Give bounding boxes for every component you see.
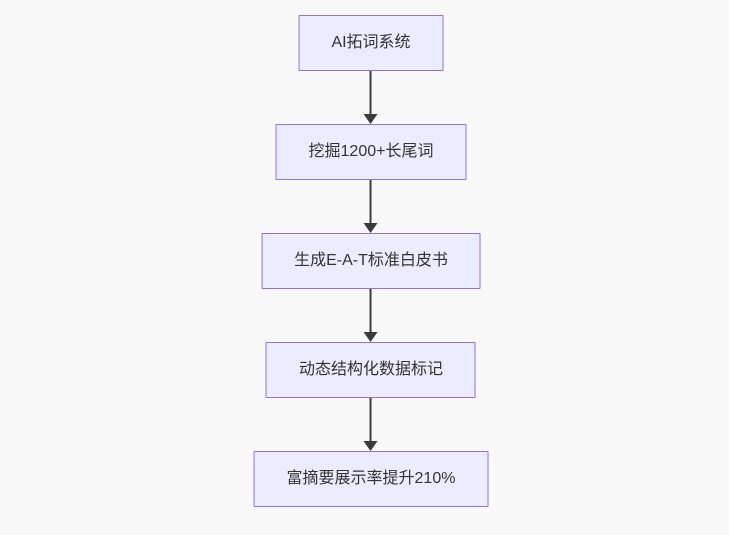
arrowhead-down-icon: [364, 114, 378, 124]
flow-node-rich-snippet-rate: 富摘要展示率提升210%: [253, 451, 489, 507]
arrowhead-down-icon: [364, 332, 378, 342]
arrow-line: [370, 71, 372, 114]
arrowhead-down-icon: [364, 441, 378, 451]
flow-node-label: 动态结构化数据标记: [298, 361, 443, 378]
flow-edge-3: [364, 289, 378, 342]
flow-node-label: AI拓词系统: [331, 34, 411, 51]
arrow-line: [370, 289, 372, 332]
flow-edge-4: [364, 398, 378, 451]
flow-edge-1: [364, 71, 378, 124]
flow-node-longtail-keywords: 挖掘1200+长尾词: [275, 124, 467, 180]
flow-edge-2: [364, 180, 378, 233]
flow-node-label: 富摘要展示率提升210%: [286, 470, 456, 487]
flow-node-label: 挖掘1200+长尾词: [308, 143, 434, 160]
flow-node-label: 生成E-A-T标准白皮书: [294, 252, 448, 269]
flow-node-eat-whitepaper: 生成E-A-T标准白皮书: [261, 233, 481, 289]
flow-node-structured-data-markup: 动态结构化数据标记: [265, 342, 476, 398]
arrow-line: [370, 398, 372, 441]
flowchart: AI拓词系统 挖掘1200+长尾词 生成E-A-T标准白皮书 动态结构化数据标记: [253, 15, 489, 507]
arrowhead-down-icon: [364, 223, 378, 233]
flow-node-ai-word-system: AI拓词系统: [298, 15, 444, 71]
arrow-line: [370, 180, 372, 223]
